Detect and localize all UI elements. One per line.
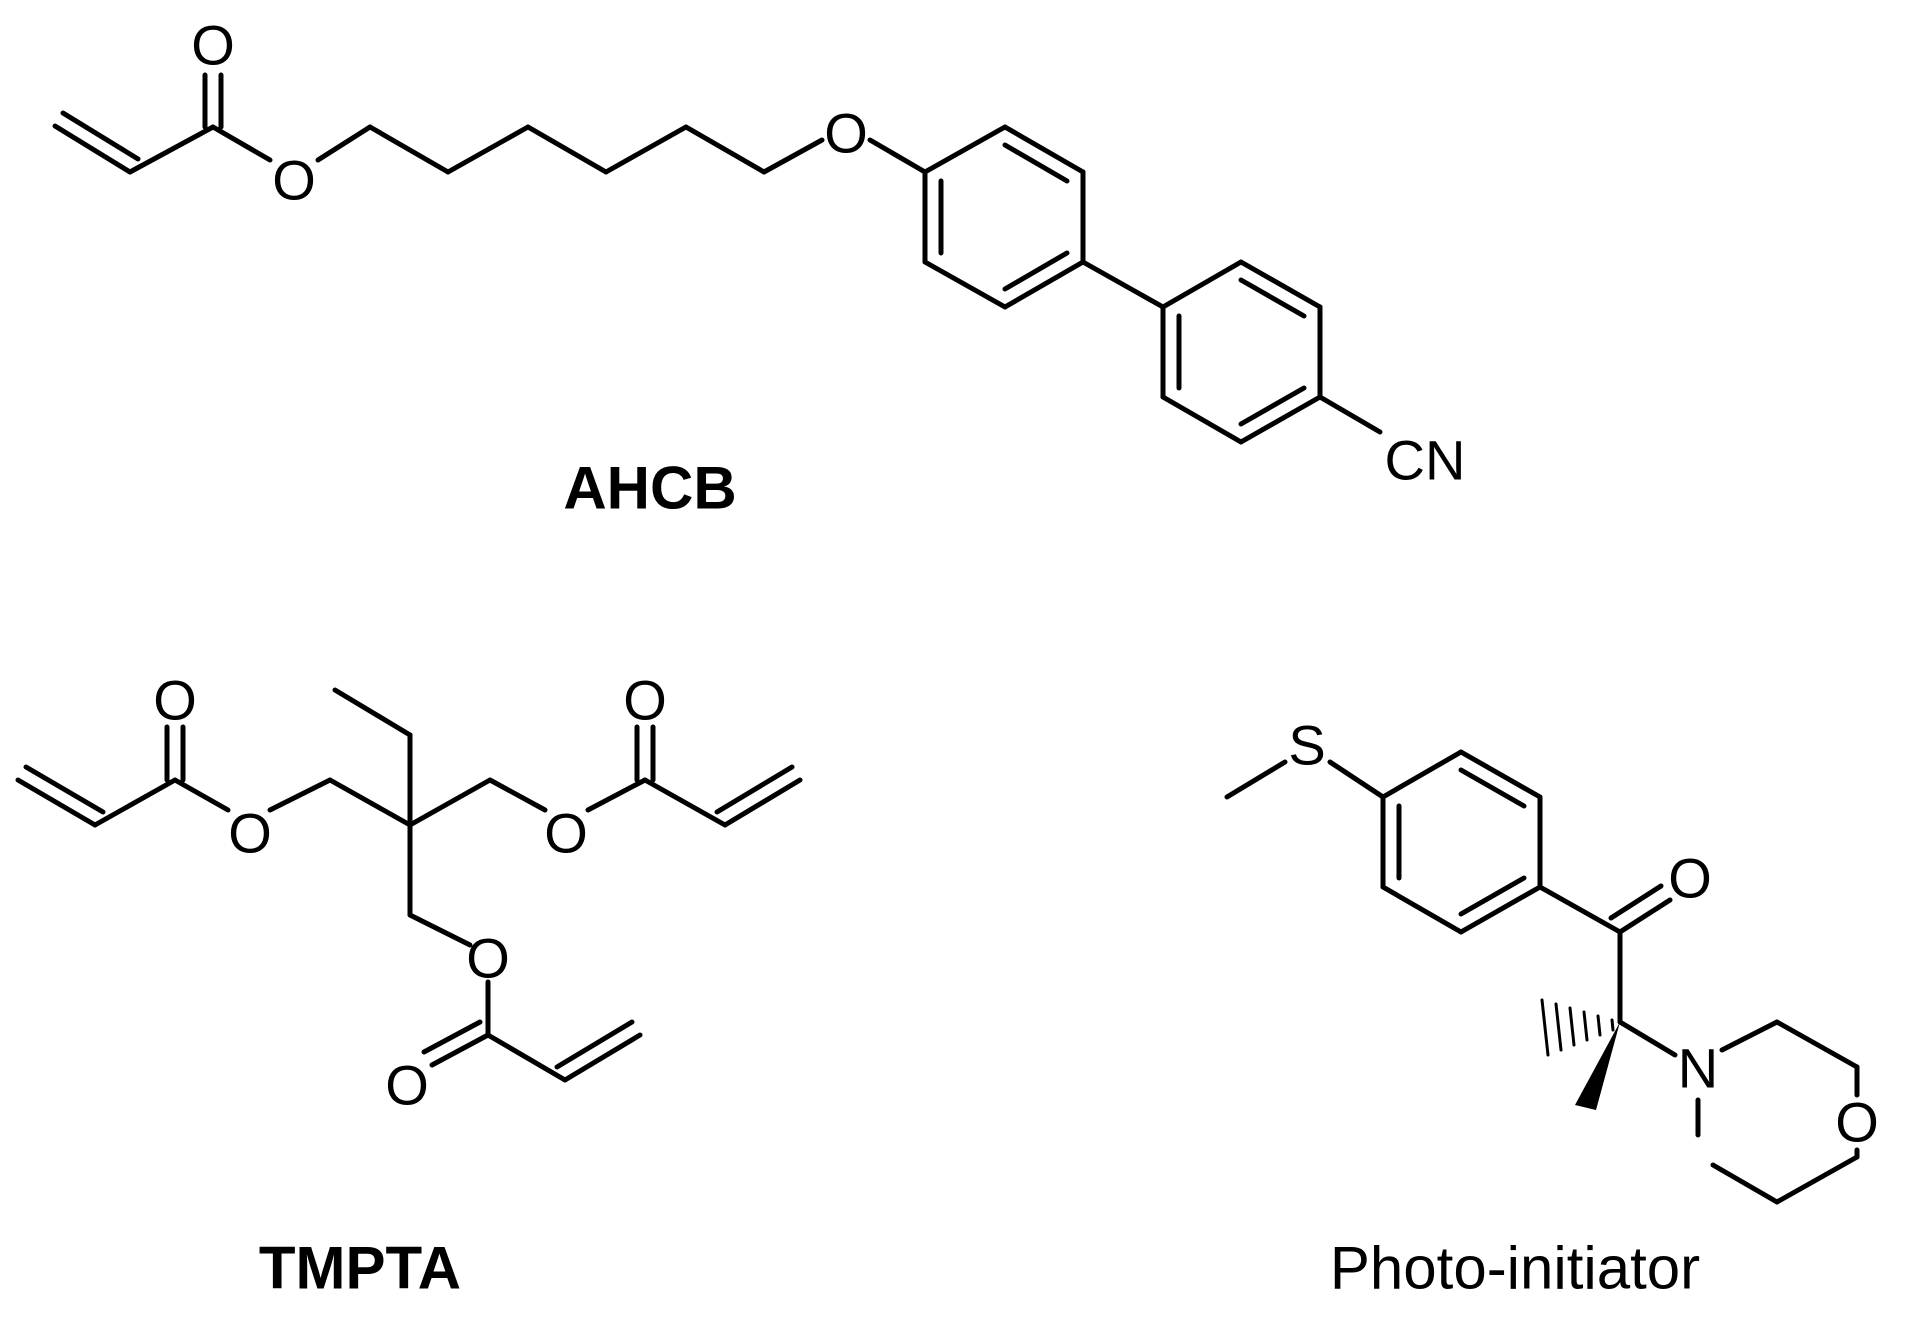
molecule-name-photo-initiator: Photo-initiator (1330, 1235, 1700, 1302)
molecule-ahcb: O O O CN AHCB (52, 14, 1465, 522)
atom-label: O (824, 102, 868, 165)
molecule-photo-initiator: S O N O Photo-initiator (1224, 714, 1879, 1302)
photo-initiator-bonds (1224, 749, 1860, 1205)
tmpta-atom-labels: O O O O O O (153, 669, 667, 1117)
molecule-name-tmpta: TMPTA (259, 1235, 461, 1302)
molecule-tmpta: O O O O O O TMPTA (15, 669, 803, 1302)
atom-label: O (1835, 1091, 1879, 1154)
wedge-bond (1575, 1022, 1620, 1110)
atom-label: O (1668, 847, 1712, 910)
molecule-name-ahcb: AHCB (563, 455, 736, 522)
atom-label: O (466, 927, 510, 990)
atom-label: O (623, 669, 667, 732)
tmpta-bonds (15, 687, 803, 1083)
ahcb-atom-labels: O O O CN (191, 14, 1465, 492)
atom-label: O (228, 802, 272, 865)
photo-initiator-atom-labels: S O N O (1288, 714, 1878, 1154)
atom-label: CN (1385, 429, 1466, 492)
ahcb-bonds (52, 72, 1383, 445)
atom-label: O (153, 669, 197, 732)
atom-label: O (191, 14, 235, 77)
hashed-wedge-bond (1540, 998, 1615, 1057)
atom-label: O (544, 802, 588, 865)
atom-label: N (1678, 1037, 1718, 1100)
atom-label: S (1288, 714, 1325, 777)
atom-label: O (385, 1054, 429, 1117)
atom-label: O (272, 149, 316, 212)
